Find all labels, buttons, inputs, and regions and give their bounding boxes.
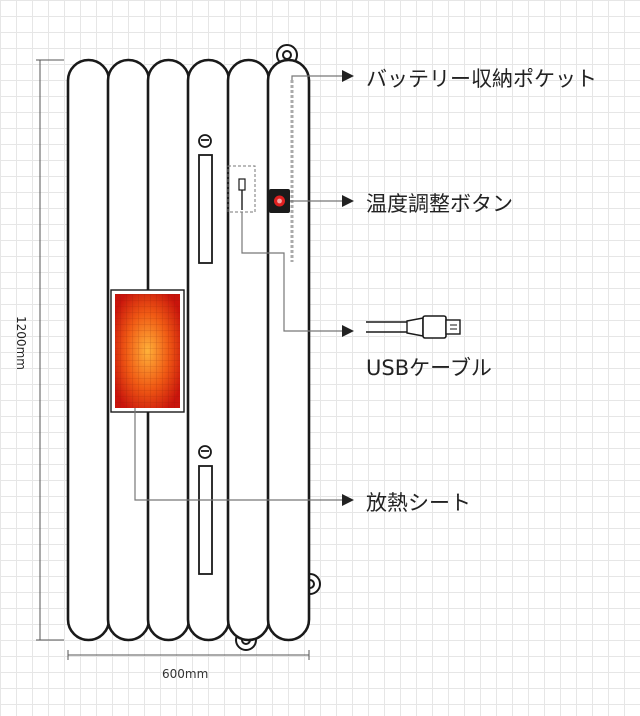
- height-dimension-label: 1200mm: [14, 316, 28, 370]
- heat-sheet-label: 放熱シート: [366, 491, 471, 515]
- usb-plug-icon: [366, 315, 461, 339]
- dimension-lines: [36, 59, 310, 660]
- arrow-icon: [342, 70, 354, 506]
- power-button-icon: [269, 189, 290, 213]
- leader-lines: [134, 75, 342, 501]
- usb-cable-label: USBケーブル: [366, 356, 492, 380]
- heat-sheet: [110, 289, 185, 413]
- slot-pocket: [198, 134, 213, 575]
- width-dimension-label: 600mm: [162, 667, 209, 681]
- mat-tubes: [66, 58, 311, 642]
- temp-button-label: 温度調整ボタン: [366, 192, 513, 216]
- battery-pocket-label: バッテリー収納ポケット: [366, 67, 597, 91]
